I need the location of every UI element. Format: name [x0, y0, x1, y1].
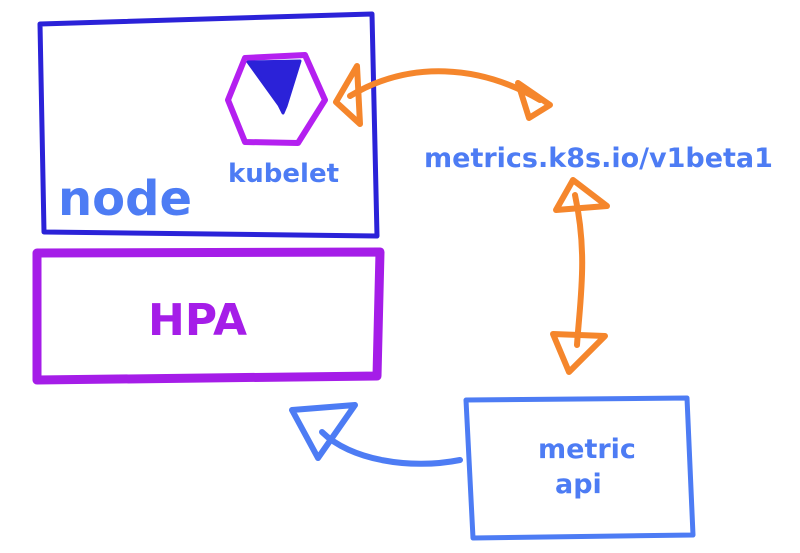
kubelet-metrics-double-arrow — [333, 63, 553, 127]
node-box: node — [37, 11, 380, 239]
metric-api-label-line1: metric — [538, 434, 636, 465]
arrowhead-hpa — [289, 402, 358, 461]
hpa-box-outline — [32, 247, 385, 385]
kubelet-label: kubelet — [228, 159, 339, 189]
kubelet-hexagon-icon — [225, 52, 328, 146]
kubelet: kubelet — [225, 52, 339, 189]
arrowhead-up — [553, 177, 610, 213]
hpa-box: HPA — [32, 247, 385, 385]
metric-api-label-line2: api — [555, 469, 602, 500]
metric-api-box: metric api — [463, 395, 696, 541]
metrics-endpoint-label: metrics.k8s.io/v1beta1 — [424, 143, 773, 174]
hpa-label: HPA — [148, 295, 247, 346]
metric-api-box-outline — [463, 395, 696, 541]
node-label: node — [58, 171, 192, 227]
arrowhead-right — [515, 80, 553, 121]
metric-api-to-hpa-arrow — [289, 402, 463, 467]
node-box-outline — [37, 11, 380, 239]
arrowhead-left — [333, 63, 363, 127]
arrowhead-down — [550, 331, 608, 375]
metrics-api-double-arrow — [550, 177, 610, 375]
